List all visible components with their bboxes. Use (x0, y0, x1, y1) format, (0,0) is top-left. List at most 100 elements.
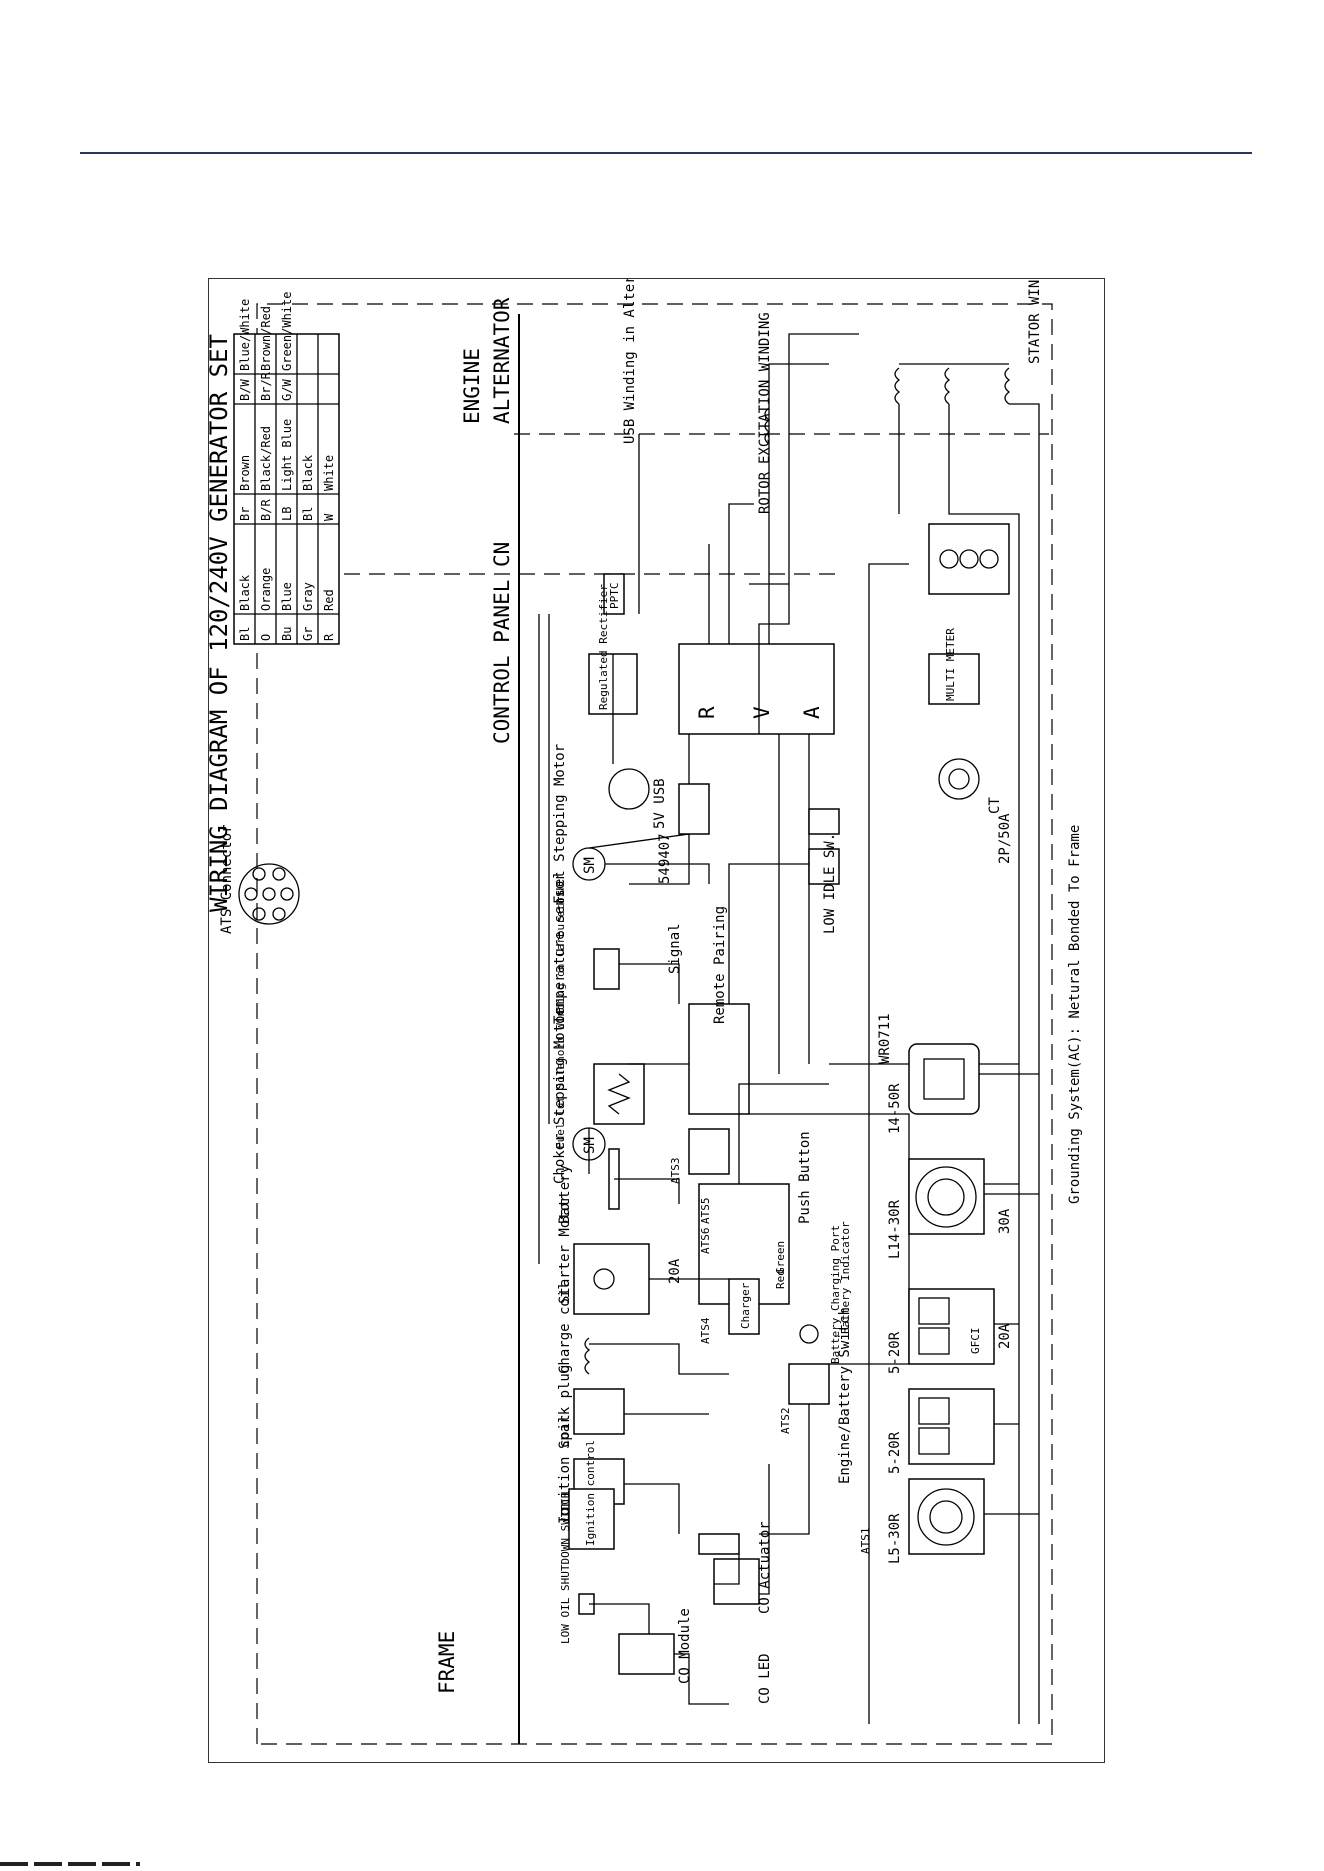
svg-text:SM: SM (582, 857, 598, 874)
receptacle-l5-30r (908, 1478, 985, 1555)
stator-label: STATOR WINDINGS (1027, 279, 1043, 364)
legend-color-name: Red (322, 589, 336, 611)
svg-text:Regulated Rectifier: Regulated Rectifier (597, 584, 610, 710)
co-actuator (713, 1558, 760, 1605)
receptacle-14-50r (908, 1043, 980, 1115)
usb-port-icon (608, 768, 650, 810)
co-module-label: CO Module (677, 1608, 693, 1684)
battery-port-label: Battery Charging Port (829, 1225, 842, 1364)
battery-charging-port[interactable] (799, 1324, 819, 1344)
header-rule (80, 152, 1252, 154)
legend-code: Bl (238, 627, 252, 641)
svg-text:WR0711: WR0711 (877, 1013, 893, 1064)
pptc-fuse (603, 573, 625, 615)
legend-code: Br (238, 507, 252, 521)
voltage-regulator-avr (678, 643, 835, 735)
co-module (618, 1633, 675, 1675)
legend-color-name: Light Blue (280, 419, 294, 491)
output-terminal-block (928, 523, 1010, 595)
battery-label: Battery (557, 1165, 573, 1224)
excitation-label: EXCITATION WINDING (757, 312, 773, 464)
legend-code: R (322, 633, 336, 641)
breaker-20a: 20A (997, 1323, 1013, 1349)
legend-code: Br/R (259, 371, 273, 401)
gfci-outlet-b[interactable] (908, 1388, 995, 1465)
remote-pairing-label: Remote Pairing (712, 906, 728, 1024)
svg-text:GFCI: GFCI (969, 1328, 982, 1355)
receptacle-l14-30r (908, 1158, 985, 1235)
section-alternator: ALTERNATOR (490, 297, 514, 424)
legend-color-name: Orange (259, 568, 273, 611)
co-led-label: CO LED (757, 1653, 773, 1704)
section-control-panel: CONTROL PANEL CN (490, 542, 514, 744)
co-actuator-label: CO Actuator (757, 1521, 773, 1614)
connector-choke (688, 1128, 730, 1175)
page-footer-mark (0, 1862, 140, 1866)
svg-text:A: A (800, 706, 824, 719)
svg-text:ATS1: ATS1 (859, 1528, 872, 1555)
color-legend-table (233, 333, 340, 645)
legend-color-name: Black/Red (259, 426, 273, 491)
charger-module (728, 1278, 760, 1335)
wire-connector (698, 1533, 740, 1555)
legend-code: Bu (280, 627, 294, 641)
rotor-label: ROTOR (757, 471, 773, 514)
starter-label: Starter Motor (557, 1194, 573, 1304)
connector-wr0711 (688, 1003, 750, 1115)
green-led-label: Green (774, 1241, 787, 1274)
connector-small-a (808, 808, 840, 835)
legend-color-name: Black (301, 454, 315, 491)
svg-text:MULTI METER: MULTI METER (944, 628, 957, 701)
legend-code: W (322, 513, 336, 521)
svg-text:ATS6: ATS6 (699, 1228, 712, 1255)
legend-color-name: Blue (280, 582, 294, 611)
breaker-label: 2P/50A (997, 813, 1013, 864)
red-led-label: Red (774, 1269, 787, 1289)
grounding-note: Grounding System(AC): Netural Bonded To … (1067, 825, 1083, 1204)
gfci-outlet-a[interactable] (908, 1288, 995, 1365)
receptacle-wiring (829, 1063, 1039, 1515)
legend-color-name: Brown/Red (259, 306, 273, 371)
svg-text:SM: SM (582, 1137, 598, 1154)
svg-text:R: R (695, 706, 719, 719)
charge-coil (584, 1337, 591, 1375)
svg-text:V: V (750, 706, 774, 719)
svg-text:14-50R: 14-50R (887, 1083, 903, 1134)
current-transformer (938, 758, 980, 800)
usb-label: 5V USB (652, 778, 668, 829)
temperature-label: Temperature sensor (552, 872, 568, 1024)
charge-coil-label: Charge coil (557, 1281, 573, 1374)
low-idle-label: LOW IDLE SW. (822, 833, 838, 934)
section-engine: ENGINE (460, 348, 484, 424)
section-frame: FRAME (435, 1631, 459, 1694)
fuel-motor-label: Fuel Stepping Motor (552, 744, 568, 904)
svg-text:5-20R: 5-20R (887, 1331, 903, 1374)
switch-label: Engine/Battery Switch (837, 1307, 853, 1484)
svg-text:L5-30R: L5-30R (887, 1513, 903, 1564)
legend-code: Gr (301, 627, 315, 641)
ignition-control-module (568, 1488, 615, 1550)
starter-motor (573, 1243, 650, 1315)
svg-text:ATS4: ATS4 (699, 1317, 712, 1344)
battery-indicator-label: Battery Indicator (839, 1221, 852, 1334)
ats-connector (238, 863, 300, 925)
svg-text:Ignition control: Ignition control (584, 1440, 597, 1546)
spark-plug-coil (573, 1388, 625, 1435)
legend-color-name: Gray (301, 582, 315, 611)
legend-color-name: Brown (238, 455, 252, 491)
spark-plug-label: Spark plug (557, 1365, 573, 1449)
excitation-coil (764, 407, 771, 445)
low-oil-label: LOW OIL SHUTDOWN SWITCH (559, 1492, 572, 1644)
diagram-title: WIRING DIAGRAM OF 120/240V GENERATOR SET (209, 334, 233, 912)
breaker-30a: 30A (997, 1208, 1013, 1234)
connector-small-b (808, 848, 840, 885)
svg-text:L14-30R: L14-30R (887, 1199, 903, 1259)
legend-color-name: Green/White (280, 292, 294, 371)
svg-text:PPTC: PPTC (608, 583, 621, 610)
engine-battery-switch[interactable] (788, 1363, 830, 1405)
legend-color-name: Blue/White (238, 299, 252, 371)
solenoid-label: Fuel Cut Solenoid Winding on Carburetor (554, 890, 567, 1149)
ct-label: CT (987, 797, 1003, 814)
svg-text:549407: 549407 (657, 833, 673, 884)
